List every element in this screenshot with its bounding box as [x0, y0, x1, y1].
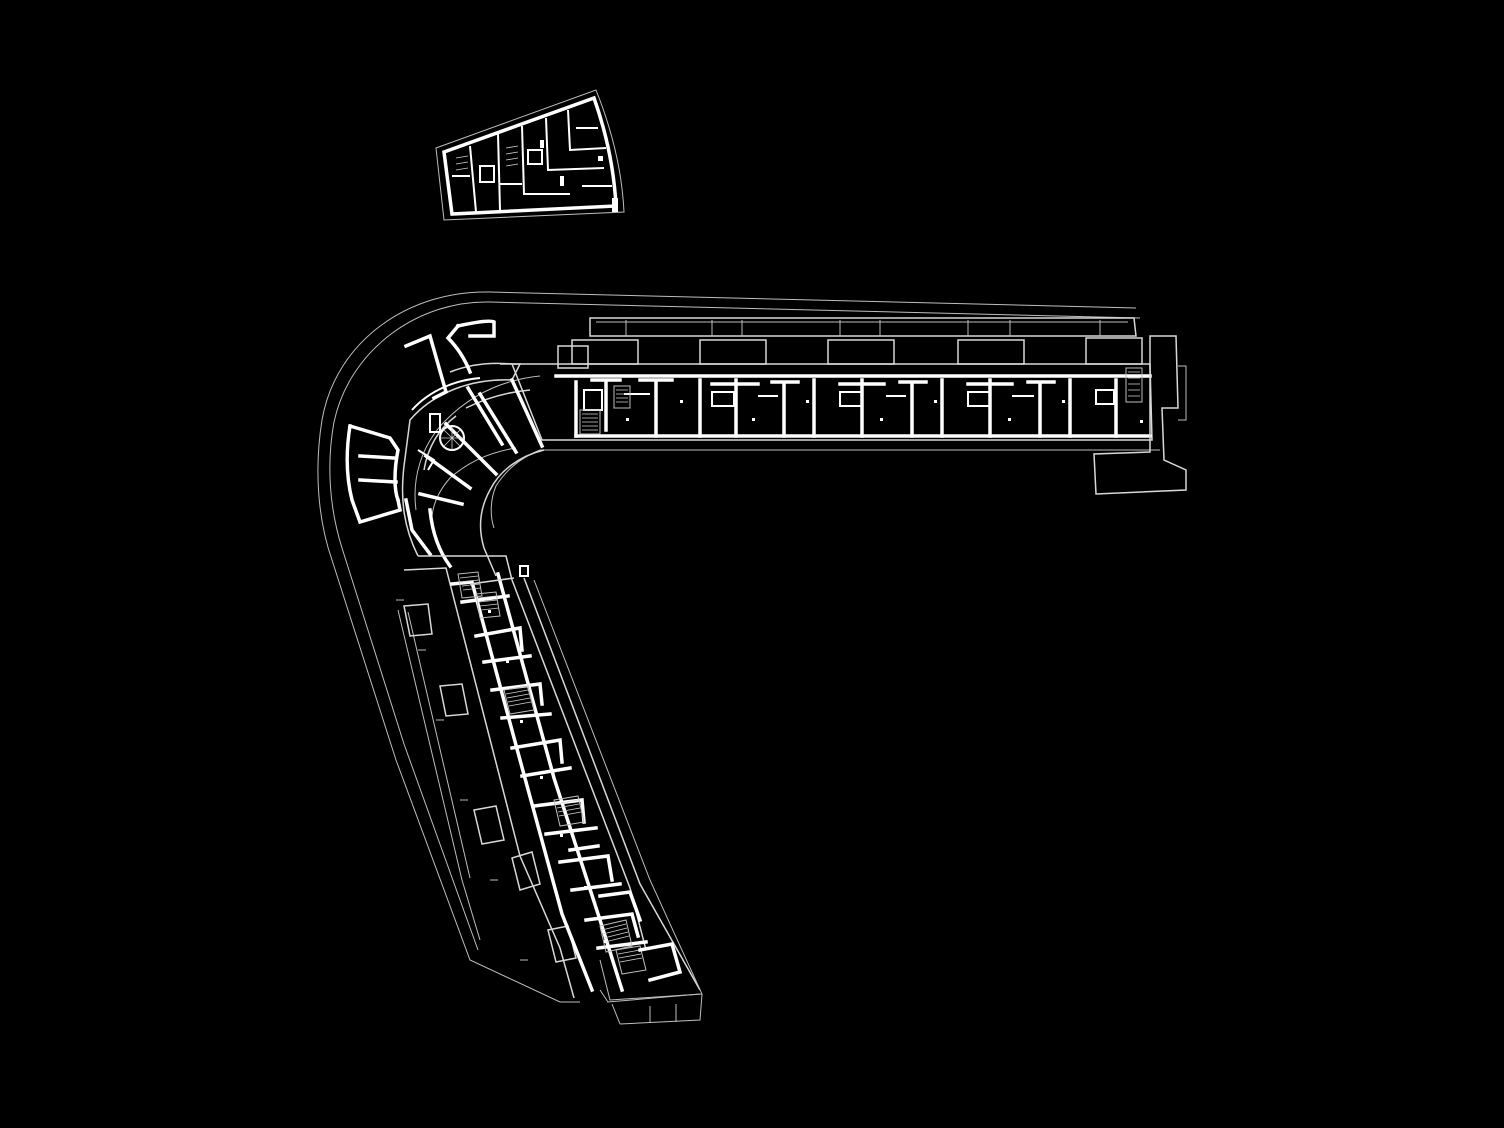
site-boundary: [317, 291, 1137, 1003]
detached-building: [435, 89, 625, 221]
diagonal-wing-unit-walls: [460, 594, 648, 950]
east-wing-unit-walls: [574, 378, 1118, 438]
main-building: [317, 291, 1187, 1025]
